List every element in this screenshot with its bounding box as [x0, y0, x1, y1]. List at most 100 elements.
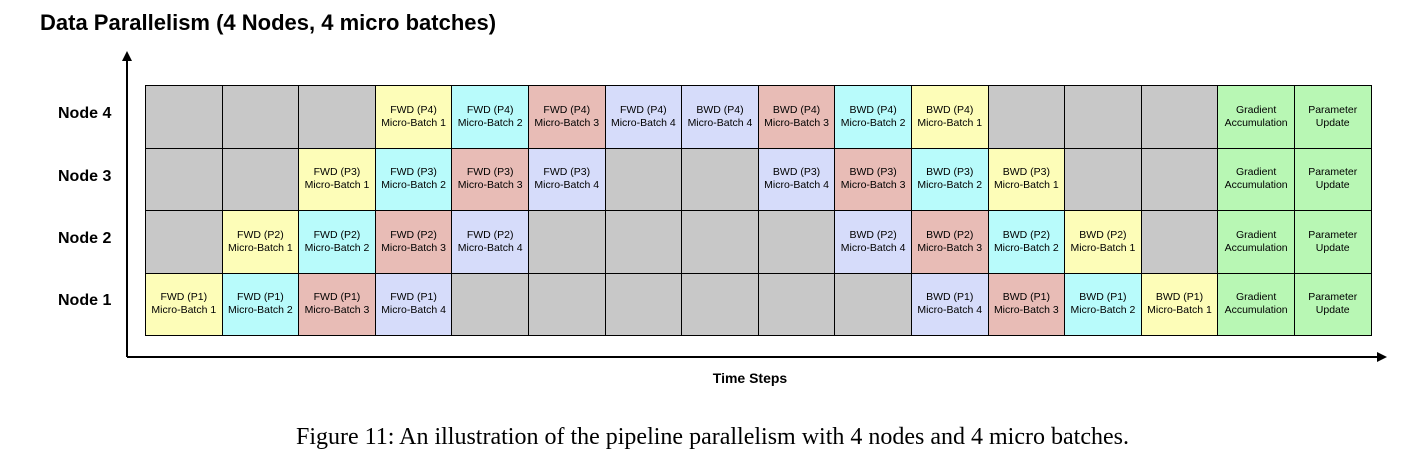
cell-operation-label: FWD (P1): [313, 291, 361, 304]
schedule-cell: FWD (P3)Micro-Batch 2: [375, 148, 453, 211]
x-axis-label: Time Steps: [712, 370, 788, 386]
idle-cell: [1141, 211, 1219, 274]
idle-cell: [682, 273, 759, 336]
schedule-cell: BWD (P4)Micro-Batch 4: [682, 86, 759, 149]
cell-batch-label: Micro-Batch 1: [1070, 241, 1136, 254]
cell-batch-label: Micro-Batch 1: [917, 116, 983, 129]
cell-operation-label: Gradient: [1235, 228, 1277, 241]
cell-batch-label: Micro-Batch 1: [993, 179, 1059, 192]
idle-cell: [758, 273, 836, 336]
cell-batch-label: Micro-Batch 2: [304, 241, 370, 254]
schedule-cell: FWD (P2)Micro-Batch 4: [452, 211, 529, 274]
idle-cell: [1141, 86, 1219, 149]
cell-operation-label: BWD (P3): [849, 166, 897, 179]
cell-batch-label: Accumulation: [1224, 179, 1288, 192]
schedule-cell: BWD (P2)Micro-Batch 4: [835, 211, 912, 274]
cell-operation-label: BWD (P3): [772, 166, 821, 179]
idle-cell: [528, 211, 606, 274]
cell-operation-label: BWD (P1): [926, 291, 974, 304]
idle-cell: [988, 86, 1066, 149]
cell-operation-label: Gradient: [1235, 103, 1277, 116]
cell-operation-label: BWD (P1): [1079, 291, 1127, 304]
cell-operation-label: BWD (P4): [696, 103, 744, 116]
cell-batch-label: Micro-Batch 4: [764, 179, 829, 192]
cell-operation-label: FWD (P4): [543, 103, 591, 116]
cell-batch-label: Micro-Batch 1: [381, 116, 446, 129]
idle-cell: [452, 273, 529, 336]
schedule-cell: FWD (P1)Micro-Batch 1: [146, 273, 223, 336]
idle-cell: [1065, 148, 1142, 211]
cell-operation-label: FWD (P3): [543, 166, 591, 179]
cell-batch-label: Accumulation: [1224, 304, 1288, 317]
idle-cell: [758, 211, 836, 274]
cell-batch-label: Micro-Batch 4: [917, 304, 983, 317]
idle-cell: [682, 211, 759, 274]
schedule-cell: BWD (P4)Micro-Batch 1: [911, 86, 989, 149]
cell-batch-label: Micro-Batch 3: [840, 179, 906, 192]
idle-cell: [299, 86, 376, 149]
diagram-title: Data Parallelism (4 Nodes, 4 micro batch…: [40, 10, 497, 35]
cell-operation-label: BWD (P3): [926, 166, 974, 179]
schedule-cell: FWD (P4)Micro-Batch 2: [452, 86, 529, 149]
cell-batch-label: Micro-Batch 1: [151, 304, 217, 317]
cell-batch-label: Micro-Batch 1: [304, 179, 370, 192]
cell-batch-label: Update: [1315, 179, 1350, 192]
cell-batch-label: Micro-Batch 3: [917, 241, 983, 254]
cell-batch-label: Update: [1315, 116, 1350, 129]
cell-operation-label: FWD (P4): [390, 103, 437, 116]
cell-batch-label: Micro-Batch 3: [457, 179, 523, 192]
schedule-cell: BWD (P2)Micro-Batch 2: [988, 211, 1066, 274]
cell-batch-label: Micro-Batch 2: [1070, 304, 1136, 317]
cell-operation-label: BWD (P2): [849, 228, 897, 241]
cell-operation-label: FWD (P4): [620, 103, 667, 116]
idle-cell: [835, 273, 912, 336]
schedule-cell: BWD (P4)Micro-Batch 2: [835, 86, 912, 149]
cell-operation-label: FWD (P1): [390, 291, 437, 304]
cell-operation-label: BWD (P1): [1002, 291, 1050, 304]
schedule-cell: FWD (P3)Micro-Batch 4: [528, 148, 606, 211]
figure-caption: Figure 11: An illustration of the pipeli…: [296, 424, 1129, 450]
idle-cell: [682, 148, 759, 211]
idle-cell: [1065, 86, 1142, 149]
row-label-node-3: Node 3: [58, 168, 112, 185]
cell-batch-label: Micro-Batch 2: [840, 116, 906, 129]
idle-cell: [222, 86, 300, 149]
cell-operation-label: BWD (P2): [1079, 228, 1127, 241]
schedule-cell: FWD (P3)Micro-Batch 1: [299, 148, 376, 211]
cell-operation-label: FWD (P2): [390, 228, 437, 241]
cell-batch-label: Micro-Batch 4: [534, 179, 600, 192]
schedule-cell: BWD (P4)Micro-Batch 3: [758, 86, 836, 149]
row-label-node-4: Node 4: [58, 105, 112, 122]
cell-operation-label: FWD (P2): [237, 228, 284, 241]
cell-operation-label: FWD (P3): [313, 166, 361, 179]
schedule-cell: FWD (P4)Micro-Batch 3: [528, 86, 606, 149]
cell-batch-label: Micro-Batch 3: [304, 304, 370, 317]
row-label-node-1: Node 1: [58, 292, 112, 309]
schedule-cell: BWD (P3)Micro-Batch 1: [988, 148, 1066, 211]
idle-cell: [146, 148, 223, 211]
row-label-node-2: Node 2: [58, 230, 112, 247]
cell-operation-label: Parameter: [1308, 291, 1358, 304]
schedule-cell: FWD (P2)Micro-Batch 3: [375, 211, 453, 274]
cell-batch-label: Micro-Batch 4: [687, 116, 753, 129]
cell-operation-label: BWD (P4): [926, 103, 974, 116]
cell-operation-label: Parameter: [1308, 103, 1358, 116]
cell-operation-label: FWD (P2): [466, 228, 514, 241]
cell-batch-label: Micro-Batch 3: [993, 304, 1059, 317]
idle-cell: [222, 148, 300, 211]
cell-batch-label: Micro-Batch 4: [457, 241, 523, 254]
idle-cell: [605, 148, 683, 211]
cell-operation-label: BWD (P2): [926, 228, 974, 241]
schedule-cell: FWD (P1)Micro-Batch 2: [222, 273, 300, 336]
cell-batch-label: Micro-Batch 2: [457, 116, 523, 129]
cell-operation-label: BWD (P3): [1002, 166, 1050, 179]
cell-batch-label: Update: [1315, 304, 1350, 317]
cell-batch-label: Micro-Batch 1: [228, 241, 293, 254]
